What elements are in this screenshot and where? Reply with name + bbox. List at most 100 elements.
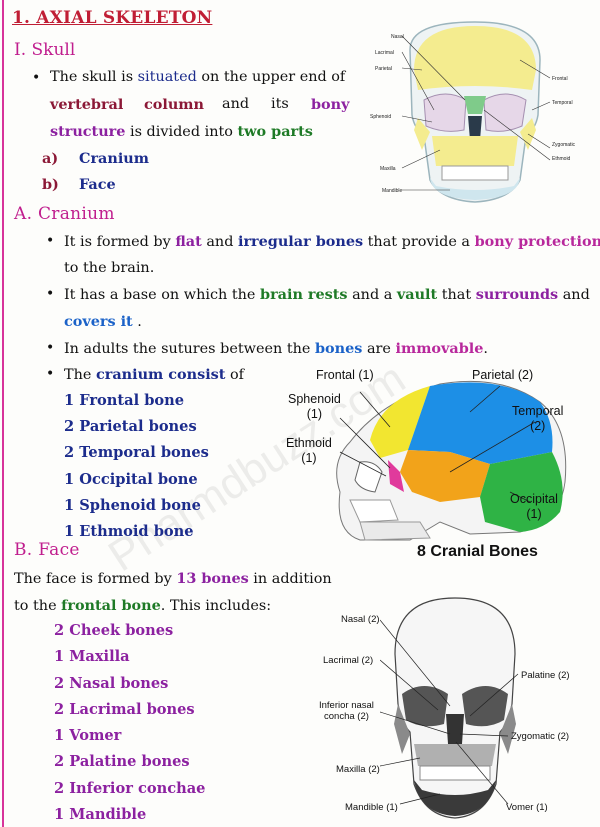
nasal-cavity <box>468 116 482 140</box>
frontal-bone <box>370 386 430 458</box>
facial-bone-item: 2 Lacrimal bones <box>54 701 195 718</box>
label-parietal: Parietal (2) <box>472 368 534 382</box>
part-b-letter: b) <box>42 176 59 193</box>
label-face-nasal: Nasal (2) <box>341 614 380 625</box>
cranium-bullet-1-line-2: to the brain. <box>64 260 154 276</box>
face-teeth <box>419 765 491 781</box>
cranial-bone-item: 2 Parietal bones <box>64 418 197 435</box>
label-face-palatine: Palatine (2) <box>521 670 570 681</box>
label-temporal-small: Temporal <box>552 100 573 106</box>
text: two parts <box>237 123 313 140</box>
text: . This includes: <box>160 598 272 614</box>
text: that provide a <box>363 234 475 250</box>
text: covers it <box>64 313 133 330</box>
text: irregular bones <box>238 233 364 250</box>
label-sphenoid-small: Sphenoid <box>370 114 392 120</box>
text: Occipital <box>510 492 558 506</box>
orbit <box>354 461 383 493</box>
cranium-bullet-4: The cranium consist of <box>64 366 244 383</box>
parietal-bone <box>408 382 553 464</box>
text: bones <box>314 340 363 357</box>
text: . <box>149 260 155 276</box>
mandible-region <box>430 178 520 200</box>
text: are <box>362 341 396 357</box>
mandible-dark <box>414 780 496 816</box>
cranial-bone-item: 1 Sphenoid bone <box>64 497 201 514</box>
text: that <box>437 287 476 303</box>
text: Inferior nasal <box>319 700 374 711</box>
part-a-letter: a) <box>42 150 59 167</box>
cranium-bullet-1-line-1: It is formed by flat and irregular bones… <box>64 233 600 250</box>
facial-bone-item: 2 Palatine bones <box>54 753 190 770</box>
face-heading: B. Face <box>14 540 80 560</box>
skull-text-and: and <box>222 96 250 112</box>
maxilla-dark <box>414 744 496 766</box>
left-orbit-dark <box>402 686 448 727</box>
left-zygomatic <box>414 118 430 150</box>
label-face-maxilla: Maxilla (2) <box>336 764 380 775</box>
text: Ethmoid <box>286 436 332 450</box>
face-bones-diagram <box>380 597 519 819</box>
skull-text-line-1: The skull is situated on the upper end o… <box>50 69 345 85</box>
cranial-diagram-caption: 8 Cranial Bones <box>417 543 538 560</box>
label-maxilla-small: Maxilla <box>380 166 396 172</box>
skull-heading: I. Skull <box>14 40 76 60</box>
text: . <box>137 314 142 330</box>
label-mandible-small: Mandible <box>382 188 403 194</box>
text: It has a base on which the <box>64 287 261 303</box>
cranium-bullet-3: In adults the sutures between the bones … <box>64 340 488 357</box>
text: brain rests <box>260 286 348 303</box>
label-face-zygomatic: Zygomatic (2) <box>511 731 570 742</box>
cranium-bullet-2-line-1: It has a base on which the brain rests a… <box>64 286 590 303</box>
facial-bone-item: 2 Nasal bones <box>54 675 169 692</box>
facial-bone-item: 2 Cheek bones <box>54 622 174 639</box>
text: vault <box>396 286 438 303</box>
cranial-bone-item: 1 Ethmoid bone <box>64 523 194 540</box>
skull-text-line-3: structure is divided into two parts <box>50 123 313 140</box>
label-nasal-small: Nasal <box>391 34 404 40</box>
left-zygomatic-dark <box>394 704 410 754</box>
facial-bone-item: 1 Vomer <box>54 727 122 744</box>
facial-bone-item: 2 Inferior conchae <box>54 780 206 797</box>
cranium-heading: A. Cranium <box>14 204 115 224</box>
text: is divided into <box>125 124 238 140</box>
label-ethmoid-small: Ethmoid <box>552 156 571 162</box>
text: of <box>225 367 244 383</box>
bullet-dot: • <box>46 286 55 302</box>
text: The <box>64 367 96 383</box>
facial-bone-item: 1 Maxilla <box>54 648 130 665</box>
text: (1) <box>306 407 323 421</box>
text: and a <box>347 287 397 303</box>
text: The face is formed by <box>14 571 177 587</box>
text: frontal bone <box>61 597 161 614</box>
skull-text-bony: bony <box>311 96 350 113</box>
temporal-bone <box>400 450 490 502</box>
text: (1) <box>301 451 317 465</box>
teeth-row <box>441 165 509 181</box>
bullet-dot: • <box>46 233 55 249</box>
label-sphenoid: Sphenoid(1) <box>288 392 341 422</box>
text: to the <box>14 598 62 614</box>
upper-teeth <box>349 499 399 523</box>
cranial-bone-item: 1 Frontal bone <box>64 392 185 409</box>
label-parietal-small: Parietal <box>375 66 392 72</box>
part-b-label: Face <box>79 176 116 193</box>
right-zygomatic-dark <box>500 704 516 754</box>
text: Temporal <box>512 404 564 418</box>
text: structure <box>50 123 126 140</box>
text: concha (2) <box>324 711 369 722</box>
cranial-bone-item: 2 Temporal bones <box>64 444 209 461</box>
label-temporal: Temporal(2) <box>512 404 563 434</box>
skull-front-diagram <box>401 21 551 203</box>
bullet-dot: • <box>46 340 55 356</box>
frontal-bone-region <box>414 26 536 90</box>
cranium-bullet-2-line-2: covers it . <box>64 313 142 330</box>
text: in addition <box>248 571 332 587</box>
text: . <box>483 341 488 357</box>
mandible-side <box>359 521 431 541</box>
occipital-bone <box>480 452 563 532</box>
text: It is formed by <box>64 234 176 250</box>
skull-text-vertebral: vertebral <box>50 96 124 113</box>
text: The skull is <box>50 69 138 85</box>
